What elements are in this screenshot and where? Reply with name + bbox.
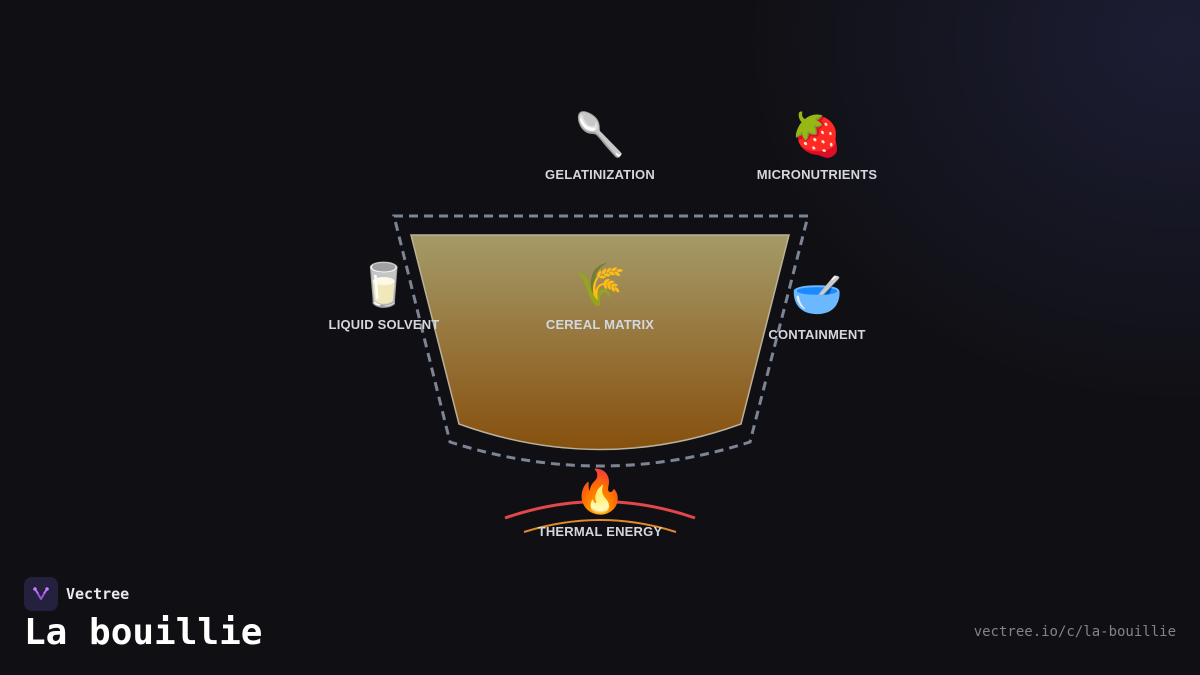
node-gelatinization: 🥄 GELATINIZATION xyxy=(545,110,655,182)
node-label: LIQUID SOLVENT xyxy=(328,317,440,332)
heat-arc-outer xyxy=(504,500,696,520)
node-thermal-energy: 🔥 THERMAL ENERGY xyxy=(538,467,663,539)
fire-icon: 🔥 xyxy=(573,468,627,515)
node-cereal-matrix: 🌾 CEREAL MATRIX xyxy=(546,260,654,332)
spoon-icon: 🥄 xyxy=(573,111,627,158)
milk-glass-icon: 🥛 xyxy=(357,261,411,308)
node-label: CONTAINMENT xyxy=(768,327,866,342)
bowl-outline xyxy=(392,214,810,468)
page-url[interactable]: vectree.io/c/la-bouillie xyxy=(973,624,1176,640)
brand-name: Vectree xyxy=(66,585,130,603)
node-label: MICRONUTRIENTS xyxy=(756,167,878,182)
node-containment: 🥣 CONTAINMENT xyxy=(768,270,865,342)
brand: Vectree xyxy=(24,577,129,611)
wheat-icon: 🌾 xyxy=(573,261,627,308)
node-micronutrients: 🍓 MICRONUTRIENTS xyxy=(757,110,878,182)
node-label: CEREAL MATRIX xyxy=(545,317,655,332)
bowl-with-spoon-icon: 🥣 xyxy=(790,271,844,318)
vectree-logo-icon xyxy=(24,577,58,611)
node-liquid-solvent: 🥛 LIQUID SOLVENT xyxy=(329,260,440,332)
porridge-fill xyxy=(410,234,790,451)
node-label: THERMAL ENERGY xyxy=(537,524,663,539)
strawberry-icon: 🍓 xyxy=(790,111,844,158)
heat-arc-inner xyxy=(523,519,677,533)
node-label: GELATINIZATION xyxy=(545,167,655,182)
page-title: La bouillie xyxy=(24,612,263,653)
vectree-logo-mark xyxy=(33,587,49,600)
